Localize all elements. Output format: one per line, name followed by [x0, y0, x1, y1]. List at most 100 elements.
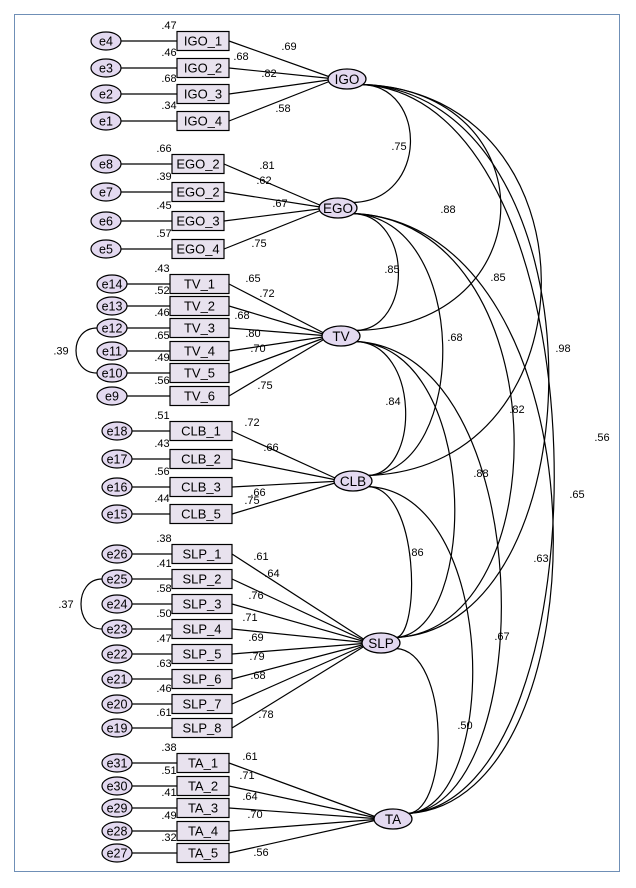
- loading-path-e9: [228, 335, 330, 397]
- error-ellipse-e11: [96, 341, 128, 361]
- loading-label-e12: .68: [234, 310, 249, 322]
- loading-label-e17: .66: [263, 442, 278, 454]
- loading-label-e14: .65: [245, 273, 260, 285]
- error-covariance-label-e25-e23: .37: [58, 599, 73, 611]
- r-squared-e23: .50: [156, 608, 171, 620]
- loading-label-e15: .66: [250, 487, 265, 499]
- loading-path-e1: [228, 78, 336, 122]
- latent-label-slp: SLP: [368, 636, 394, 651]
- r-squared-e7: .39: [156, 171, 171, 183]
- error-ellipse-e21: [101, 669, 133, 689]
- indicator-label-e10: TV_5: [184, 366, 215, 381]
- indicator-label-e11: TV_4: [184, 344, 215, 359]
- indicator-label-e18: CLB_1: [181, 424, 221, 439]
- indicator-box-e13: [169, 295, 230, 317]
- loading-label-e6: .67: [272, 198, 287, 210]
- indicator-box-e31: [176, 752, 230, 774]
- indicator-label-e1: IGO_4: [184, 114, 222, 129]
- correlation-arc-ego-tv: [353, 212, 400, 332]
- indicator-label-e26: SLP_1: [182, 547, 221, 562]
- error-ellipse-e15: [101, 504, 133, 524]
- loading-label-e19: .78: [258, 709, 273, 721]
- error-ellipse-e22: [101, 644, 133, 664]
- indicator-box-e25: [171, 568, 233, 590]
- error-label-e15: e15: [107, 507, 128, 521]
- indicator-box-e28: [176, 820, 230, 842]
- loading-path-e21: [231, 642, 370, 680]
- loading-path-e23: [231, 628, 370, 644]
- indicator-label-e28: TA_4: [188, 824, 218, 839]
- loading-label-e4: .69: [281, 41, 296, 53]
- indicator-box-e18: [169, 420, 233, 442]
- error-ellipse-e2: [90, 84, 122, 104]
- error-label-e16: e16: [107, 480, 128, 494]
- loading-path-e15: [231, 480, 342, 515]
- loading-label-e28: .70: [247, 809, 262, 821]
- r-squared-e4: .47: [161, 20, 176, 32]
- error-label-e19: e19: [107, 721, 128, 735]
- error-ellipse-e13: [96, 296, 128, 316]
- correlation-label-clb-slp: .86: [408, 547, 423, 559]
- correlation-label-igo-clb: .85: [490, 272, 505, 284]
- indicator-box-e12: [169, 317, 230, 339]
- indicator-box-e17: [169, 448, 233, 470]
- indicator-label-e17: CLB_2: [181, 452, 221, 467]
- indicator-box-e22: [171, 643, 233, 665]
- correlation-label-ego-tv: .85: [384, 264, 399, 276]
- loading-path-e31: [228, 762, 382, 820]
- error-label-e24: e24: [107, 597, 128, 611]
- correlation-arc-ego-clb: [353, 212, 444, 477]
- loading-path-e13: [228, 305, 330, 337]
- indicator-label-e9: TV_6: [184, 389, 215, 404]
- r-squared-e6: .45: [156, 200, 171, 212]
- loading-label-e1: .58: [275, 103, 290, 115]
- loading-path-e5: [223, 207, 327, 250]
- indicator-box-e5: [171, 238, 225, 260]
- loading-label-e27: .56: [253, 847, 268, 859]
- correlation-label-igo-tv: .88: [440, 204, 455, 216]
- error-ellipse-e20: [101, 694, 133, 714]
- r-squared-e13: .52: [154, 285, 169, 297]
- r-squared-e31: .38: [161, 742, 176, 754]
- loading-label-e21: .79: [249, 651, 264, 663]
- indicator-box-e9: [169, 385, 230, 407]
- r-squared-e19: .61: [156, 707, 171, 719]
- loading-label-e30: .71: [239, 770, 254, 782]
- correlation-label-ego-clb: .68: [447, 332, 462, 344]
- error-ellipse-e4: [90, 31, 122, 51]
- r-squared-e2: .68: [161, 73, 176, 85]
- correlation-arc-tv-slp: [356, 340, 456, 639]
- correlation-label-clb-ta: .67: [494, 631, 509, 643]
- error-label-e28: e28: [107, 824, 128, 838]
- loading-label-e10: .70: [250, 343, 265, 355]
- error-label-e23: e23: [107, 622, 128, 636]
- error-label-e10: e10: [102, 366, 123, 380]
- loading-path-e25: [231, 578, 370, 644]
- r-squared-e25: .41: [156, 558, 171, 570]
- loading-path-e10: [228, 335, 330, 374]
- indicator-label-e6: EGO_3: [176, 214, 219, 229]
- loading-path-e12: [228, 327, 330, 337]
- loading-label-e20: .68: [250, 670, 265, 682]
- loading-path-e16: [231, 480, 342, 488]
- loading-path-e20: [231, 642, 370, 705]
- indicator-label-e7: EGO_2: [176, 185, 219, 200]
- indicator-box-e15: [169, 503, 233, 525]
- loading-path-e14: [228, 283, 330, 337]
- error-label-e31: e31: [107, 756, 128, 770]
- indicator-label-e12: TV_3: [184, 321, 215, 336]
- error-ellipse-e7: [90, 182, 122, 202]
- indicator-box-e8: [171, 153, 225, 175]
- correlation-label-slp-ta: .50: [457, 720, 472, 732]
- r-squared-e18: .51: [154, 410, 169, 422]
- loading-label-e7: .62: [256, 175, 271, 187]
- loading-label-e23: .71: [242, 612, 257, 624]
- r-squared-e27: .32: [161, 832, 176, 844]
- indicator-box-e21: [171, 668, 233, 690]
- indicator-label-e25: SLP_2: [182, 572, 221, 587]
- r-squared-e29: .41: [161, 787, 176, 799]
- r-squared-e10: .49: [154, 352, 169, 364]
- error-label-e25: e25: [107, 572, 128, 586]
- error-label-e6: e6: [99, 214, 113, 228]
